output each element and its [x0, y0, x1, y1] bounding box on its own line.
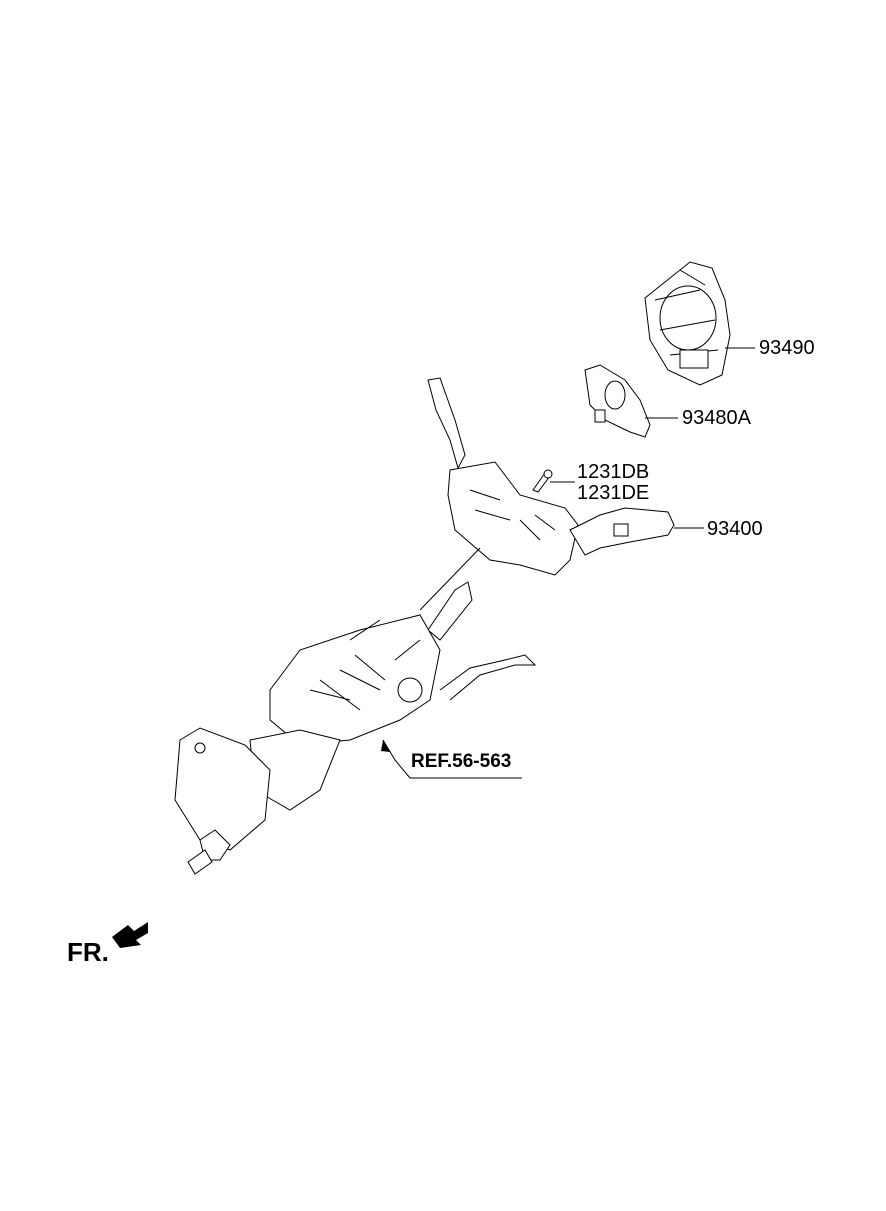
part-label-93400[interactable]: 93400	[707, 518, 763, 540]
part-label-93490[interactable]: 93490	[759, 337, 815, 359]
clock-spring-93490	[644, 261, 755, 386]
multifunction-switch-93400	[419, 377, 704, 611]
bracket-93480A	[584, 364, 678, 438]
part-label-93480A[interactable]: 93480A	[682, 407, 751, 429]
part-label-1231DE[interactable]: 1231DE	[577, 482, 650, 504]
front-direction-label: FR.	[67, 937, 109, 967]
front-direction-arrow-icon	[112, 922, 148, 948]
part-label-1231DB[interactable]: 1231DB	[577, 461, 650, 483]
reference-label[interactable]: REF.56-563	[411, 751, 512, 772]
steering-column	[174, 581, 537, 875]
screw-1231DB	[532, 469, 575, 493]
